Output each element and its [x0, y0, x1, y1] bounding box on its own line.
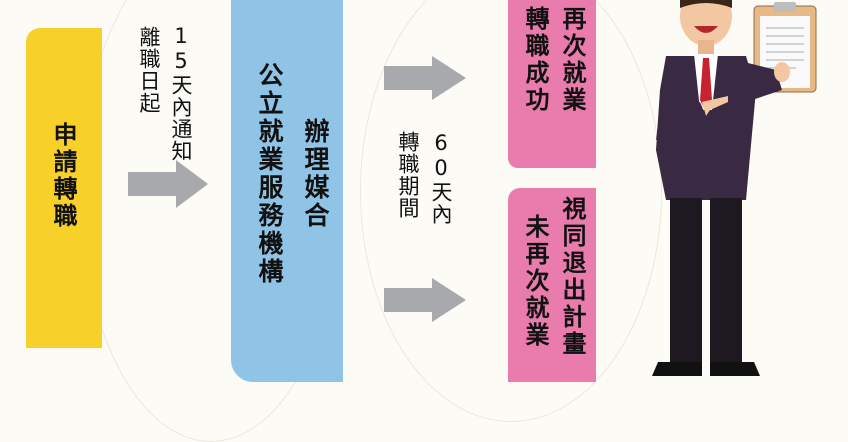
raised-arm: [744, 62, 782, 100]
head: [680, 0, 732, 46]
arrow-shape: [384, 278, 466, 322]
raised-hand: [774, 62, 790, 82]
neck: [698, 40, 714, 54]
suit-jacket: [656, 56, 756, 200]
arrow-to-agency: [128, 160, 208, 208]
hair: [680, 0, 732, 8]
clipboard-clip: [774, 2, 796, 12]
transfer-period-note: 轉職期間: [396, 131, 420, 219]
agency-matching: 辦理媒合: [301, 118, 330, 230]
tie: [700, 58, 712, 112]
left-shoe: [652, 362, 702, 376]
right-shoe: [710, 362, 760, 376]
fail-outcome-box: [508, 188, 596, 382]
fail-exit-plan: 視同退出計畫: [558, 196, 586, 358]
arrow-to-success: [384, 56, 466, 100]
right-leg: [710, 198, 742, 364]
success-transfer: 轉職成功: [521, 6, 549, 114]
pointing-arm: [656, 90, 706, 140]
pointing-hand: [702, 96, 728, 116]
agency-name: 公立就業服務機構: [255, 62, 284, 286]
apply-transfer-label: 申請轉職: [49, 122, 77, 230]
businessman-illustration: [652, 0, 817, 376]
success-reemployed: 再次就業: [558, 6, 586, 114]
employment-agency-box: [231, 0, 343, 382]
smile: [694, 26, 718, 33]
arrow-shape: [128, 160, 208, 208]
resign-date-note: 離職日起: [137, 26, 161, 114]
fail-not-reemployed: 未再次就業: [521, 214, 549, 349]
apply-transfer-box: [26, 28, 102, 348]
period-days-note: 60天內: [429, 131, 453, 225]
arrow-to-fail: [384, 278, 466, 322]
left-leg: [670, 198, 702, 364]
resign-notice-note: 15天內通知: [169, 24, 193, 162]
success-outcome-box: [508, 0, 596, 168]
arrow-shape: [384, 56, 466, 100]
